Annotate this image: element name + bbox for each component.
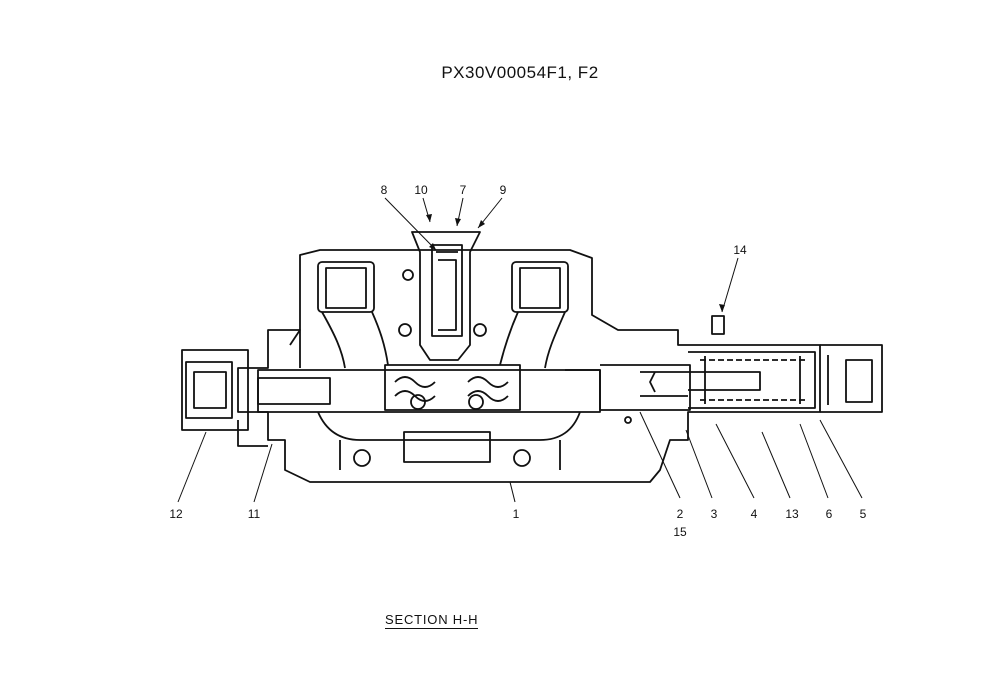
callout-8: 8 [381, 183, 388, 197]
callout-12: 12 [169, 507, 183, 521]
port-left [317, 261, 375, 313]
port-right [511, 261, 569, 313]
valve-body-outline [237, 249, 821, 483]
section-label: SECTION H-H [385, 612, 479, 629]
fitting-14 [711, 315, 725, 335]
callout-4: 4 [751, 507, 758, 521]
callout-11: 11 [248, 507, 261, 521]
callout-13: 13 [785, 507, 799, 521]
callout-7: 7 [460, 183, 467, 197]
bottom-chamber [317, 411, 581, 441]
left-end-cap [181, 349, 249, 431]
spool [257, 377, 331, 405]
callout-3: 3 [711, 507, 718, 521]
spool-bore [257, 369, 601, 413]
callout-15: 15 [673, 525, 687, 539]
callout-1: 1 [513, 507, 520, 521]
callout-14: 14 [733, 243, 747, 257]
check-valve-housing [411, 231, 481, 361]
right-end-cap [820, 344, 883, 413]
spring-chamber [688, 351, 816, 409]
poppet-spring [394, 376, 436, 402]
callout-2: 2 [677, 507, 684, 521]
callout-5: 5 [860, 507, 867, 521]
drawing-title: PX30V00054F1, F2 [441, 63, 599, 82]
callout-6: 6 [826, 507, 833, 521]
callout-10: 10 [414, 183, 428, 197]
callout-9: 9 [500, 183, 507, 197]
